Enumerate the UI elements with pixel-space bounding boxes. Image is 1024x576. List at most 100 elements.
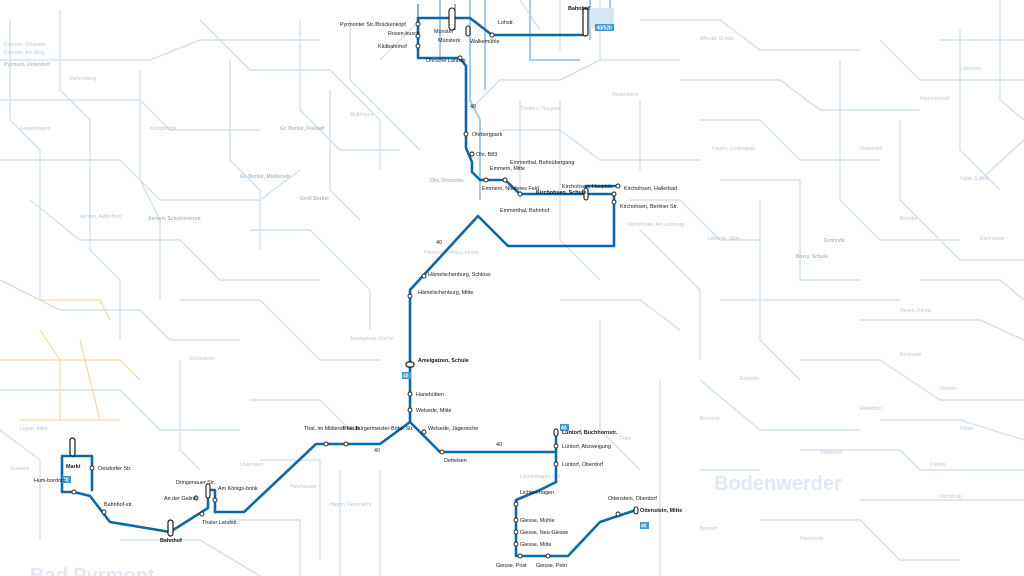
bg-label: Dielmissen [980, 236, 1005, 242]
stop-label-luentorf-buchhorn: Lüntorf, Buchhornstr. [562, 430, 618, 436]
line-number: 40 [374, 448, 380, 454]
stop-label-giesse-neu: Giesse, Neu-Giesse [520, 530, 568, 536]
luentorf-marker[interactable] [553, 428, 559, 437]
markt-marker[interactable] [69, 437, 76, 457]
route-badge-label: 40 [641, 524, 647, 530]
bg-label: Reileifzen [860, 406, 882, 412]
stop-dot[interactable] [553, 443, 559, 449]
bg-label: Harderode [800, 536, 824, 542]
bg-label: Kirchohsen, Am Lamberg [628, 222, 684, 228]
bg-label: Börry, Schule [796, 254, 828, 260]
stop-dot[interactable] [513, 501, 519, 507]
stop-label-oesdorfer: Oesdorfer Str. [98, 466, 132, 472]
stop-dot[interactable] [457, 55, 463, 61]
stop-dot[interactable] [463, 131, 469, 137]
muenster-marker[interactable] [448, 7, 456, 31]
stop-label-ohrsche-landstr: Ohrsche Landstr. [426, 58, 467, 64]
stop-dot[interactable] [517, 553, 523, 559]
route-badge-label: 40 [63, 478, 69, 484]
route-badge-label: 40 [561, 426, 567, 432]
stop-label-am-koenigsbrink: Am Königs-brink [218, 486, 258, 492]
bg-label: Heyen, Kirche [900, 308, 932, 314]
stop-dot[interactable] [439, 449, 445, 455]
stop-dot[interactable] [343, 441, 349, 447]
stop-dot[interactable] [212, 497, 218, 503]
stop-dot[interactable] [513, 541, 519, 547]
route-badge [402, 372, 411, 379]
stop-label-ottenstein-mitte: Ottenstein, Mitte [640, 508, 682, 514]
station-area [590, 8, 614, 28]
amelgatzen-marker[interactable] [405, 361, 415, 368]
bahnhof-hameln-marker[interactable] [582, 7, 589, 37]
stop-label-walkemuehle: Walkemühle [470, 39, 499, 45]
bg-label: Hämelschenburg, Kirche [424, 250, 479, 256]
stop-dot[interactable] [615, 183, 621, 189]
stop-label-emmerthal-bahnuebergang: Emmerthal, Bahnübergang [510, 160, 574, 166]
stop-label-kirchohsen-schule: Kirchohsen, Schule [536, 190, 586, 196]
bg-label: Multhöpen [350, 112, 374, 118]
walkemuehle-marker[interactable] [465, 25, 471, 37]
stop-dot[interactable] [415, 21, 421, 27]
stop-label-welsede-jaegereiche: Welsede, Jägereiche [428, 426, 478, 432]
stop-label-emmerthal-bahnhof: Emmerthal, Bahnhof [500, 208, 550, 214]
stop-label-haemelschenburg-schloss: Hämelschenburg, Schloss [428, 272, 491, 278]
stop-label-bahnhof-pyrmont: Bahnhof [160, 538, 182, 544]
bg-label: Bremke [900, 216, 917, 222]
stop-dot[interactable] [323, 441, 329, 447]
bg-label: Lügde, Mitte [20, 426, 48, 432]
stop-dot[interactable] [193, 495, 199, 501]
stop-label-lichtenhagen: Lichten-hagen [520, 490, 554, 496]
stop-dot[interactable] [553, 461, 559, 467]
route-badge-label: 40 [403, 374, 409, 380]
bg-label: Dehmke, Am Berg [4, 50, 45, 56]
stop-dot[interactable] [517, 191, 523, 197]
stop-dot[interactable] [89, 465, 95, 471]
bg-label: Amelgatzen, Kirche [350, 336, 394, 342]
stop-dot[interactable] [199, 511, 205, 517]
bg-label: Dehmke, Ortsmitte [4, 42, 46, 48]
bg-label: Esperde [740, 376, 759, 382]
bg-label: Hagen, Feuerwehr [330, 502, 372, 508]
kirchohsen-schule-marker[interactable] [583, 187, 589, 201]
stop-dot[interactable] [415, 43, 421, 49]
stop-dot[interactable] [545, 553, 551, 559]
bg-label: Brevörde [700, 416, 721, 422]
stop-dot[interactable] [513, 517, 519, 523]
stop-dot[interactable] [513, 529, 519, 535]
bg-label: Hastenbeck [612, 92, 639, 98]
stop-dot[interactable] [407, 293, 413, 299]
stop-label-giesse-petri: Giesse, Petri [536, 563, 567, 569]
stop-label-muensterkirchhof: Münsterk. [438, 38, 462, 44]
stop-dot[interactable] [421, 273, 427, 279]
bg-label: Rühle [960, 426, 973, 432]
bg-label: Aerzen, Aufm Berg [80, 214, 122, 220]
stop-dot[interactable] [407, 407, 413, 413]
line-number: 40 [436, 240, 442, 246]
stop-dot[interactable] [469, 151, 475, 157]
bg-label: Dehrenberg [70, 76, 97, 82]
bg-label: Königsförde [150, 126, 177, 132]
stop-dot[interactable] [615, 511, 621, 517]
stop-label-muenster: Münster [434, 29, 454, 35]
stop-label-emmern-niederes: Emmern, Niederes Feld [482, 186, 539, 192]
stop-label-thal-feide: Thal, im Mittleren Feide [304, 426, 360, 432]
stop-dot[interactable] [407, 391, 413, 397]
stop-dot[interactable] [611, 199, 617, 205]
stop-dot[interactable] [101, 509, 107, 515]
dringenauer-marker[interactable] [205, 483, 211, 499]
stop-dot[interactable] [415, 33, 421, 39]
stop-dot[interactable] [502, 177, 508, 183]
stop-label-ohr-b83: Ohr, B83 [476, 152, 497, 158]
stop-dot[interactable] [489, 32, 495, 38]
stop-dot[interactable] [421, 429, 427, 435]
stop-label-welsede-mitte: Welsede, Mitte [416, 408, 452, 414]
bg-label: Afferde, Schule [700, 36, 734, 42]
bg-label: Polle [620, 436, 631, 442]
stop-dot[interactable] [483, 177, 489, 183]
bahnhof-pyrmont-marker[interactable] [167, 519, 174, 537]
stop-dot[interactable] [611, 191, 617, 197]
route-badge [62, 476, 71, 483]
stop-dot[interactable] [71, 489, 77, 495]
ottenstein-marker[interactable] [633, 506, 639, 515]
